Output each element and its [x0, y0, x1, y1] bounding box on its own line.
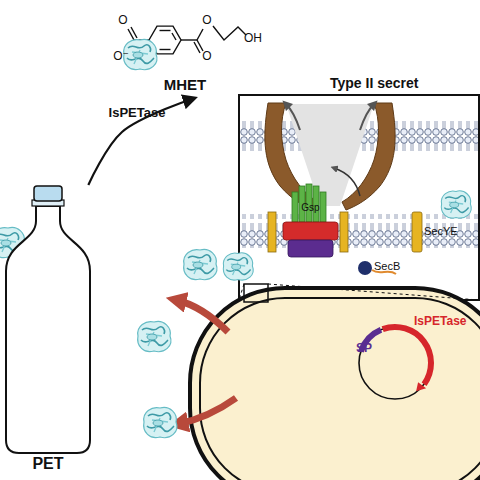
zoom-region [244, 284, 268, 302]
gene-arrowhead [416, 382, 426, 391]
edge-label: IsPETase [92, 106, 182, 121]
node-text: SecYE [424, 225, 480, 238]
atom-label: O⁻ [106, 50, 136, 63]
secretion-arrow [334, 168, 360, 196]
bottle-outline [0, 185, 96, 477]
membrane-protein [340, 212, 348, 252]
protein-label: SecYE [410, 222, 480, 244]
membrane-protein [268, 212, 276, 252]
zoom-line [239, 284, 244, 300]
secretion-arrow [176, 300, 228, 332]
plasmid: IsPETaseSP [350, 318, 480, 408]
bottle-cap [34, 186, 62, 201]
inset-frame [239, 95, 479, 300]
secretion-arrow [178, 398, 236, 424]
atom-label: OH [238, 32, 268, 45]
bacterial-cell [190, 288, 480, 480]
secb-chaperone [358, 261, 372, 275]
secretin-right [342, 103, 395, 210]
inset-panel: GspSecYE SecB Type II secret [238, 72, 480, 302]
node-text: SP [356, 342, 382, 356]
protein-label: SecB [356, 257, 416, 279]
bottle-body [6, 206, 90, 453]
secretion-arrow [286, 104, 300, 130]
reaction-arrow [88, 98, 195, 185]
gsp-complex [283, 184, 338, 257]
bottle: PET [0, 185, 96, 477]
node-text: MHET [150, 76, 220, 93]
plasmid-outline [350, 318, 480, 408]
secretion-arrow [360, 104, 374, 130]
gene-segment [382, 324, 434, 386]
protein-complex: Gsp [283, 182, 338, 262]
secyeg-channel [412, 212, 422, 252]
zoom-line [268, 284, 479, 300]
node-text: IsPETase [414, 315, 480, 329]
atom-label: O [192, 50, 222, 63]
node-text: Gsp [283, 202, 338, 214]
node-text: PET [18, 455, 78, 473]
node-text: SecB [374, 260, 416, 273]
panel-heading: Type II secret [330, 75, 480, 91]
atom-label: O [108, 14, 138, 27]
atom-label: O [192, 14, 222, 27]
cell-inner-membrane [200, 298, 480, 480]
